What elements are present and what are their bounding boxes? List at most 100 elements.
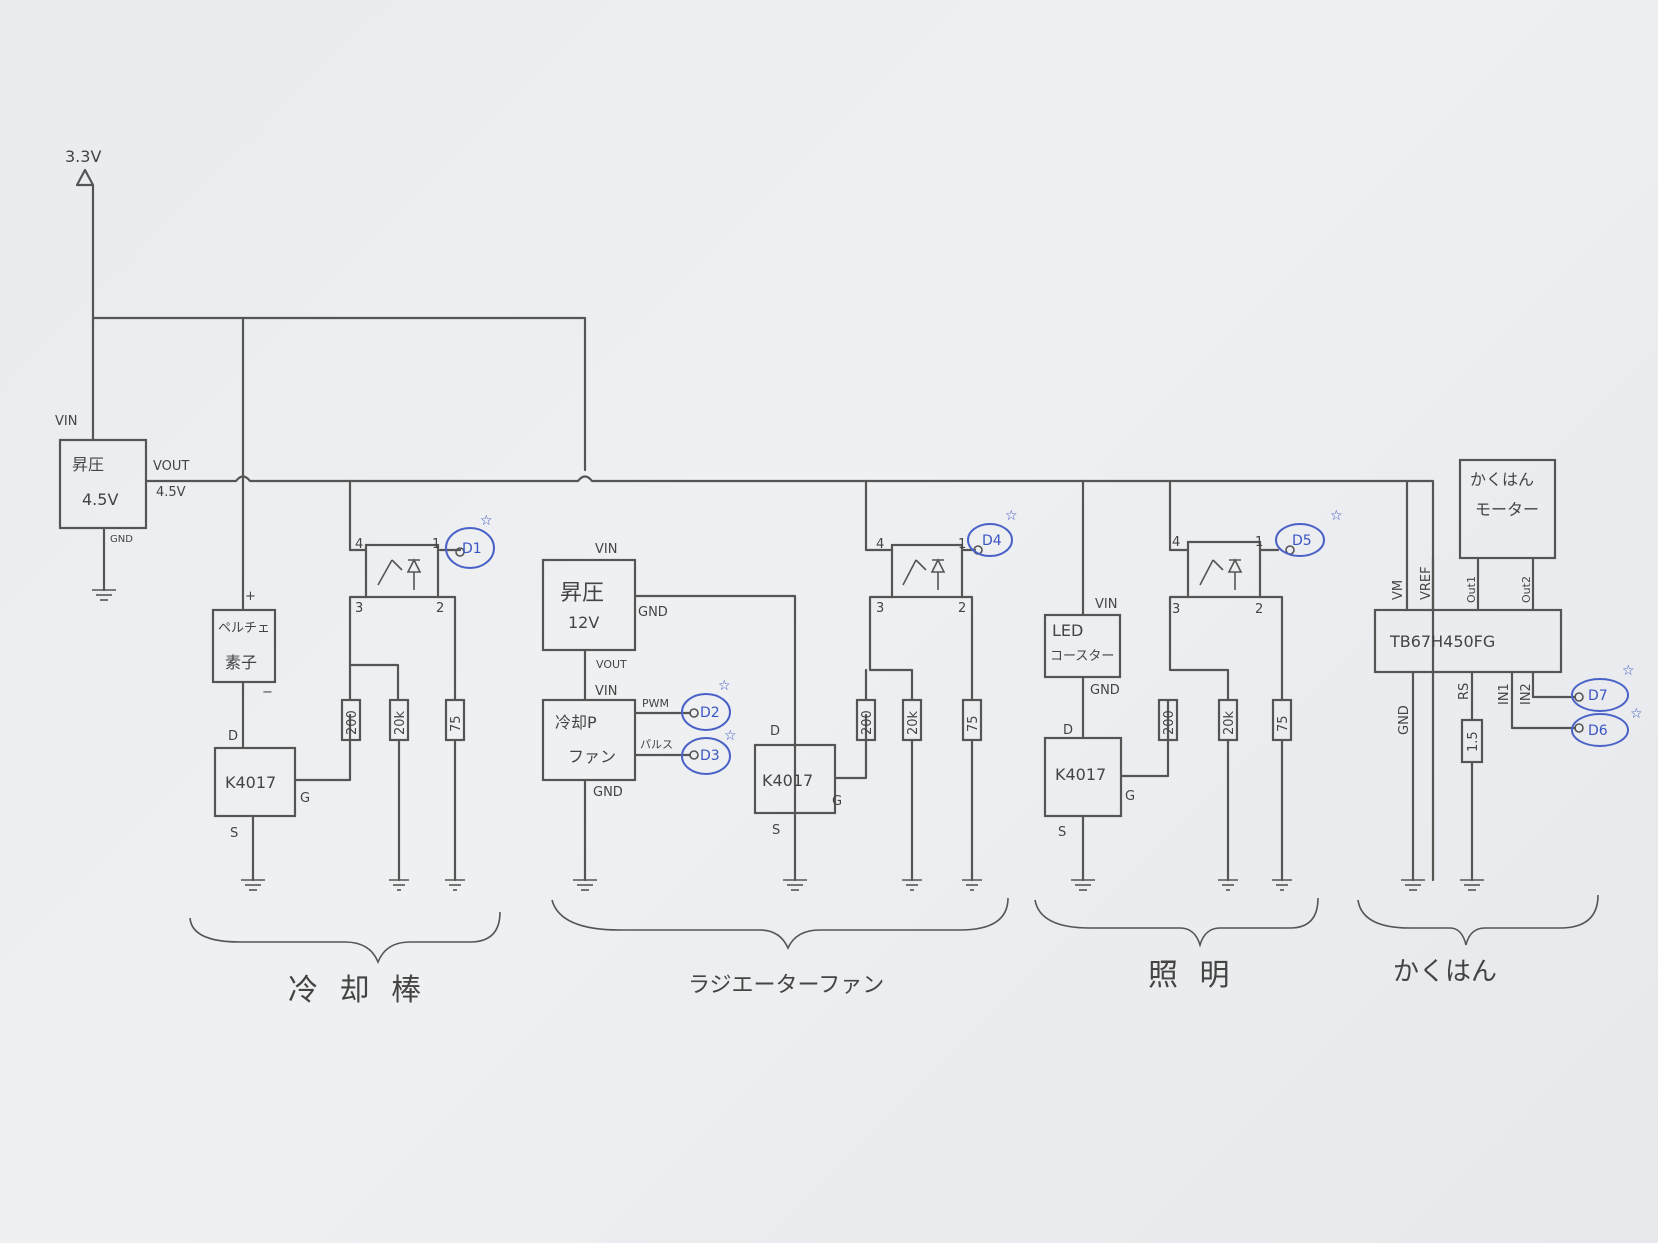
resistor-20k-value: 20k — [906, 710, 921, 735]
mosfet1-s: S — [230, 826, 238, 841]
edit-mark-icon: ☆ — [1630, 706, 1643, 722]
pc1-pin1: 1 — [432, 537, 440, 552]
resistor-75-value: 75 — [1276, 715, 1291, 732]
arduino-pin-d6: D6 ☆ — [1571, 706, 1643, 747]
resistor-200 — [340, 698, 362, 742]
svg-text:D3: D3 — [700, 748, 720, 764]
fan-pulse-label: パルス — [640, 738, 673, 751]
mosfet3-s: S — [1058, 825, 1066, 840]
mosfet3-d: D — [1063, 723, 1073, 738]
resistor-200 — [1157, 698, 1179, 742]
edit-mark-icon: ☆ — [724, 728, 737, 744]
edit-mark-icon: ☆ — [1005, 508, 1018, 524]
supply-arrow-icon — [75, 168, 95, 187]
peltier-plus: + — [245, 589, 256, 604]
section-lighting: VIN LED コースター GND D K4017 G S 4 3 1 2 20… — [1034, 479, 1343, 993]
peltier-line1: ペルチェ — [218, 621, 270, 636]
pc2-pin1: 1 — [958, 537, 966, 552]
arduino-pin-d5: D5 ☆ — [1275, 508, 1343, 557]
boost-vout: VOUT — [153, 459, 189, 474]
boost-4v5: VIN 昇圧 4.5V VOUT 4.5V GND — [55, 414, 189, 601]
ground-icon — [783, 879, 807, 891]
arduino-pin-d7: D7 ☆ — [1571, 663, 1635, 712]
supply-label: 3.3V — [65, 147, 101, 166]
driver-in2: IN2 — [1519, 683, 1534, 705]
ground-icon — [1218, 879, 1238, 891]
section-stirring: かくはん モーター VM VREF Out1 Out2 TB67H450FG G… — [1357, 458, 1643, 987]
led-line2: コースター — [1050, 649, 1114, 664]
resistor-20k-value: 20k — [1222, 710, 1237, 735]
rs-value: 1.5 — [1466, 731, 1481, 752]
arduino-pin-d1: D1 ☆ — [445, 513, 495, 569]
pc3-pin1: 1 — [1255, 535, 1263, 550]
ground-icon — [1460, 879, 1484, 891]
mosfet1-name: K4017 — [225, 773, 276, 792]
photocoupler-icon — [377, 558, 422, 590]
led-vin: VIN — [1095, 597, 1117, 612]
resistor-75-value: 75 — [966, 715, 981, 732]
section-radiator-fan: VIN 昇圧 12V GND VOUT VIN 冷却P ファン GND PWM … — [541, 479, 1018, 998]
motor-line1: かくはん — [1470, 470, 1534, 489]
edit-mark-icon: ☆ — [1330, 508, 1343, 524]
fan-pwm-label: PWM — [642, 697, 669, 710]
pc3-pin2: 2 — [1255, 602, 1263, 617]
ground-icon — [902, 879, 922, 891]
mosfet3-g: G — [1125, 789, 1135, 804]
boost12-gnd: GND — [638, 605, 668, 620]
driver-vref: VREF — [1419, 566, 1434, 600]
pc2-pin2: 2 — [958, 601, 966, 616]
driver-out1: Out1 — [1465, 576, 1478, 603]
photocoupler-icon — [1199, 558, 1243, 590]
pc2-pin4: 4 — [876, 537, 884, 552]
pc1-pin2: 2 — [436, 601, 444, 616]
boost12-name: 昇圧 — [560, 581, 604, 606]
boost12-vout: VOUT — [596, 658, 627, 671]
supply-3v3: 3.3V — [65, 147, 101, 442]
led-line1: LED — [1052, 621, 1083, 640]
section-label: 照 明 — [1148, 958, 1236, 993]
driver-gnd: GND — [1397, 705, 1412, 735]
ground-icon — [445, 879, 465, 891]
pc3-pin4: 4 — [1172, 535, 1180, 550]
driver-in1: IN1 — [1497, 683, 1512, 705]
ground-icon — [241, 879, 265, 891]
mosfet1-d: D — [228, 729, 238, 744]
ground-icon — [962, 879, 982, 891]
photocoupler-icon — [902, 558, 946, 590]
boost-vout-value: 4.5V — [156, 485, 186, 500]
led-gnd: GND — [1090, 683, 1120, 698]
pc3-pin3: 3 — [1172, 602, 1180, 617]
section-label: 冷 却 棒 — [288, 973, 427, 1008]
section-label: ラジエーターファン — [688, 973, 884, 998]
ground-icon — [1071, 879, 1095, 891]
svg-text:D6: D6 — [1588, 723, 1608, 739]
mosfet2-s: S — [772, 823, 780, 838]
motor-line2: モーター — [1475, 500, 1539, 519]
fan-line1: 冷却P — [555, 713, 597, 732]
mosfet2-d: D — [770, 724, 780, 739]
brace — [189, 911, 501, 965]
mosfet3-name: K4017 — [1055, 765, 1106, 784]
mosfet1-g: G — [300, 791, 310, 806]
resistor-200-value: 200 — [1162, 710, 1177, 735]
boost-vin: VIN — [55, 414, 77, 429]
fan-vin: VIN — [595, 684, 617, 699]
section-cooling-rod: + ペルチェ 素子 − D K4017 G S 4 3 1 2 200 — [189, 468, 501, 1008]
driver-out2: Out2 — [1520, 576, 1533, 603]
edit-mark-icon: ☆ — [480, 513, 493, 529]
arduino-pin-d2: D2 ☆ — [681, 678, 731, 731]
mosfet2-name: K4017 — [762, 771, 813, 790]
boost12-vin: VIN — [595, 542, 617, 557]
edit-mark-icon: ☆ — [1622, 663, 1635, 679]
resistor-75-value: 75 — [449, 715, 464, 732]
section-label: かくはん — [1393, 957, 1497, 987]
mosfet2-g: G — [832, 794, 842, 809]
svg-text:D7: D7 — [1588, 688, 1608, 704]
svg-text:D1: D1 — [462, 541, 482, 557]
svg-text:D2: D2 — [700, 705, 720, 721]
brace — [551, 897, 1009, 950]
boost-name: 昇圧 — [72, 455, 104, 474]
svg-text:D4: D4 — [982, 533, 1002, 549]
arduino-pin-d4: D4 ☆ — [967, 508, 1018, 557]
